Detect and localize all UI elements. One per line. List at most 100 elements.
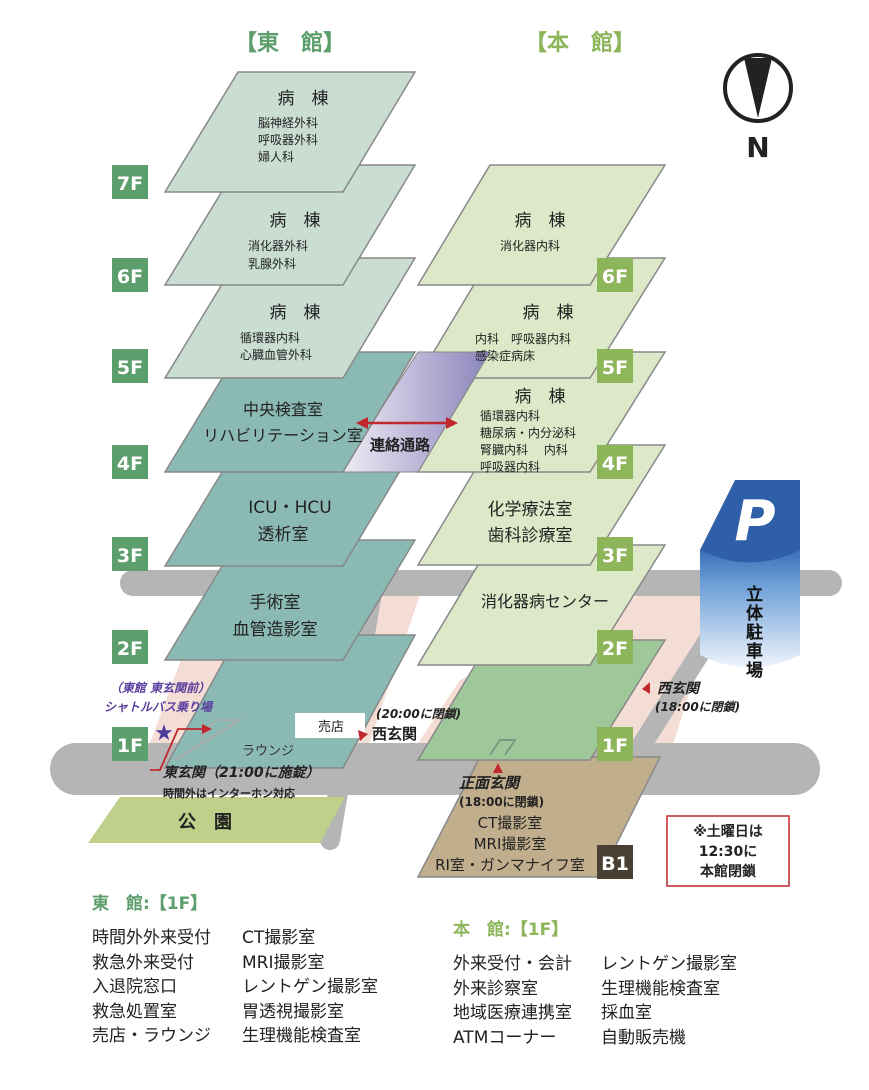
legend-item: 外来受付・会計 <box>453 954 572 974</box>
main-legend: 本 館:【1F】 外来受付・会計 外来診察室 地域医療連携室 ATMコーナー レ… <box>453 918 737 1048</box>
main-legend-heading: 本 館:【1F】 <box>453 920 569 940</box>
notice-line: ※土曜日は <box>693 823 763 840</box>
arrow-icon <box>493 763 503 773</box>
east-legend-heading: 東 館:【1F】 <box>92 894 208 914</box>
east-5f-title: 病 棟 <box>270 303 321 323</box>
floor-badge: 5F <box>602 357 628 379</box>
legend-item: MRI撮影室 <box>242 952 325 973</box>
shuttle-line2: シャトルバス乗り場 <box>104 700 214 714</box>
east-west-hours: (20:00に閉鎖) <box>376 707 461 721</box>
east-3f-line: ICU・HCU <box>248 498 331 518</box>
dept: 感染症病床 <box>475 348 535 363</box>
star-icon: ★ <box>154 721 174 746</box>
notice-box <box>666 815 790 887</box>
legend-item: CT撮影室 <box>242 928 316 948</box>
compass-icon: N <box>723 53 793 164</box>
east-4f-line: 中央検査室 <box>243 400 323 419</box>
parking-structure: P 立体駐車場 <box>700 480 800 680</box>
legend-item: 自動販売機 <box>601 1027 686 1048</box>
floor-badge: 1F <box>117 735 143 757</box>
arrow-icon <box>202 724 212 734</box>
lounge-label: ラウンジ <box>242 744 294 759</box>
park-label: 公 園 <box>178 812 232 833</box>
arrow-icon <box>642 682 650 694</box>
legend-item: 入退院窓口 <box>92 977 177 997</box>
legend-item: 生理機能検査室 <box>601 978 720 999</box>
legend-item: レントゲン撮影室 <box>242 977 378 997</box>
east-7f <box>163 71 417 193</box>
park <box>88 797 345 843</box>
floor-badge: 3F <box>602 545 628 567</box>
main-title: 【本 館】 <box>525 30 635 56</box>
main-b1-line: RI室・ガンマナイフ室 <box>435 856 585 874</box>
main-6f-title: 病 棟 <box>515 211 566 231</box>
main-west-hours: (18:00に閉鎖) <box>655 700 740 714</box>
legend-item: 採血室 <box>601 1003 652 1023</box>
east-3f-line: 透析室 <box>258 525 309 545</box>
shop-label: 売店 <box>318 719 344 735</box>
arrow-left-icon <box>356 417 368 429</box>
legend-item: 外来診察室 <box>453 978 538 999</box>
legend-item: 救急処置室 <box>92 1001 177 1022</box>
shop-box <box>295 713 365 738</box>
dept: 脳神経外科 <box>258 116 318 130</box>
parking-icon: P <box>734 489 775 554</box>
east-entrance-label: 東玄関（21:00に施錠） <box>163 764 320 781</box>
east-7f-title: 病 棟 <box>278 89 329 109</box>
main-2f-line: 消化器病センター <box>481 592 609 611</box>
floor-badge: 6F <box>117 266 143 288</box>
dept: 乳腺外科 <box>248 257 296 271</box>
main-front-label: 正面玄関 <box>459 774 522 792</box>
main-legend-col1: 外来受付・会計 外来診察室 地域医療連携室 ATMコーナー <box>453 952 572 1050</box>
notice-line: 本館閉鎖 <box>700 863 757 880</box>
connector-label: 連絡通路 <box>370 436 431 454</box>
east-6f-title: 病 棟 <box>270 211 321 231</box>
east-2f-line: 血管造影室 <box>233 620 318 640</box>
dept: 消化器外科 <box>248 239 308 253</box>
floor-badge: B1 <box>601 853 629 875</box>
floor-badge: 2F <box>117 638 143 660</box>
floor-badge: 1F <box>602 735 628 757</box>
main-1f-walls <box>489 739 517 756</box>
main-5f-title: 病 棟 <box>523 303 574 323</box>
legend-item: ATMコーナー <box>453 1027 557 1048</box>
east-title: 【東 館】 <box>235 30 345 56</box>
main-3f-line: 化学療法室 <box>488 500 573 520</box>
dept: 腎臓内科 内科 <box>480 443 568 457</box>
floor-badge: 6F <box>602 266 628 288</box>
east-2f-line: 手術室 <box>250 593 301 613</box>
arrow-right-icon <box>446 417 458 429</box>
dept: 循環器内科 <box>480 409 540 423</box>
main-floor-badges: 6F 5F 4F 3F 2F 1F B1 <box>597 258 633 879</box>
legend-item: 胃透視撮影室 <box>242 1001 344 1022</box>
main-3f-line: 歯科診療室 <box>488 526 573 546</box>
floor-badge: 7F <box>117 173 143 195</box>
floor-badge: 4F <box>602 453 628 475</box>
dept: 呼吸器外科 <box>258 133 318 147</box>
floor-badge: 2F <box>602 638 628 660</box>
main-front-hours: (18:00に閉鎖) <box>459 794 544 809</box>
legend-item: 救急外来受付 <box>92 952 194 973</box>
dept: 循環器内科 <box>240 331 300 345</box>
east-west-label: 西玄関 <box>372 725 417 743</box>
floor-badge: 5F <box>117 357 143 379</box>
dept: 心臓血管外科 <box>240 347 312 362</box>
legend-item: 時間外外来受付 <box>92 928 211 948</box>
east-legend: 東 館:【1F】 時間外外来受付 救急外来受付 入退院窓口 救急処置室 売店・ラ… <box>92 892 378 1046</box>
arrow-icon <box>358 730 368 741</box>
east-entrance-arrow <box>150 728 205 771</box>
east-4f-line: リハビリテーション室 <box>203 426 363 445</box>
legend-item: 売店・ラウンジ <box>92 1026 211 1046</box>
dept: 消化器内科 <box>500 239 560 253</box>
main-6f <box>416 164 667 286</box>
east-floor-badges: 7F 6F 5F 4F 3F 2F 1F <box>112 165 148 761</box>
floor-badge: 3F <box>117 545 143 567</box>
main-b1-line: CT撮影室 <box>478 814 543 832</box>
dept: 呼吸器内科 <box>480 460 540 474</box>
east-entrance-note: 時間外はインターホン対応 <box>163 786 295 800</box>
dept: 内科 呼吸器内科 <box>475 332 571 346</box>
legend-item: 地域医療連携室 <box>453 1003 572 1023</box>
dept: 婦人科 <box>258 149 294 164</box>
main-legend-col2: レントゲン撮影室 生理機能検査室 採血室 自動販売機 <box>601 952 737 1050</box>
